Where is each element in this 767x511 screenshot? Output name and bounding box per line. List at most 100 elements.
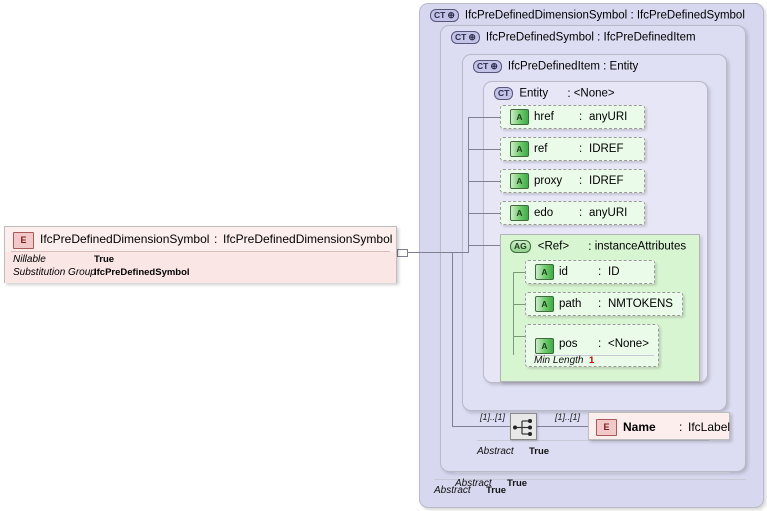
complextype-header-3: CT IfcPreDefinedItem : Entity xyxy=(473,60,638,73)
attribute-edo[interactable]: A edo : anyURI xyxy=(500,201,645,225)
ct-plus-icon-3[interactable]: CT xyxy=(473,60,502,73)
sequence-icon-glyph xyxy=(513,419,532,436)
attribute-ref[interactable]: A ref : IDREF xyxy=(500,137,645,161)
attribute-type: NMTOKENS xyxy=(608,298,673,310)
attribute-group-Ref[interactable]: AG <Ref> : instanceAttributes A id : ID A… xyxy=(500,234,700,382)
attribute-type: anyURI xyxy=(589,207,628,219)
attribute-group-type: instanceAttributes xyxy=(594,240,687,253)
ct-icon-4[interactable]: CT xyxy=(494,87,514,100)
element-name: Name xyxy=(623,420,656,434)
divider-abstract-1 xyxy=(434,479,746,480)
element-box-IfcPreDefinedDimensionSymbol[interactable]: E IfcPreDefinedDimensionSymbol : IfcPreD… xyxy=(4,226,397,283)
attribute-icon: A xyxy=(510,173,529,189)
attribute-separator: : xyxy=(579,175,583,187)
property-label-substitution-group: Substitution Group xyxy=(13,267,96,278)
ag-separator: : xyxy=(588,240,592,253)
attribute-separator: : xyxy=(579,143,583,155)
attribute-type: IDREF xyxy=(589,175,624,187)
attribute-separator: : xyxy=(598,338,602,350)
complextype-type-3: Entity xyxy=(609,60,639,73)
attribute-icon: A xyxy=(510,205,529,221)
attribute-type: IDREF xyxy=(589,143,624,155)
facet-value-min-length: 1 xyxy=(589,355,595,366)
attribute-separator: : xyxy=(598,298,602,310)
property-label-nillable: Nillable xyxy=(13,254,46,265)
ct-separator-2: : xyxy=(597,31,601,44)
complextype-header-4: CT Entity : <None> xyxy=(494,87,615,100)
divider-facet-minlength xyxy=(534,355,654,356)
complextype-header-2: CT IfcPreDefinedSymbol : IfcPreDefinedIte… xyxy=(451,31,696,44)
attribute-type: anyURI xyxy=(589,111,628,123)
connector-spine-main xyxy=(468,117,469,253)
element-icon: E xyxy=(596,419,617,436)
connector-stub-to-tree xyxy=(408,252,468,253)
attribute-shape xyxy=(501,138,644,160)
ct-separator-1: : xyxy=(630,9,634,22)
connector-branch-ref xyxy=(468,149,500,150)
attribute-shape xyxy=(526,293,682,315)
connector-branch-pos xyxy=(513,336,525,337)
complextype-name-4: Entity xyxy=(519,87,549,100)
complextype-type-1: IfcPreDefinedSymbol xyxy=(636,9,745,22)
attribute-proxy[interactable]: A proxy : IDREF xyxy=(500,169,645,193)
attribute-separator: : xyxy=(579,207,583,219)
abstract-label-1: Abstract xyxy=(434,485,471,496)
connector-branch-refgroup xyxy=(468,245,500,246)
abstract-value-3: True xyxy=(529,446,550,457)
property-value-substitution-group: IfcPreDefinedSymbol xyxy=(94,267,190,278)
connector-spine-lower xyxy=(452,252,453,426)
complextype-name-2: IfcPreDefinedSymbol xyxy=(485,31,594,44)
attribute-icon: A xyxy=(535,338,554,354)
ct-plus-icon-2[interactable]: CT xyxy=(451,31,480,44)
sequence-compositor-icon[interactable] xyxy=(510,413,537,440)
expand-stub[interactable] xyxy=(397,249,408,257)
attribute-pos[interactable]: A pos : <None> Min Length 1 xyxy=(525,324,659,367)
element-box-Name[interactable]: E Name : IfcLabel xyxy=(588,412,730,440)
attribute-path[interactable]: A path : NMTOKENS xyxy=(525,292,683,316)
connector-branch-path xyxy=(513,304,525,305)
complextype-type-2: IfcPreDefinedItem xyxy=(603,31,696,44)
abstract-label-3: Abstract xyxy=(477,446,514,457)
abstract-value-2: True xyxy=(507,478,528,489)
abstract-label-2: Abstract xyxy=(455,478,492,489)
attribute-name: edo xyxy=(534,207,554,219)
attribute-name: pos xyxy=(559,338,578,350)
ag-icon[interactable]: AG xyxy=(510,240,531,253)
attribute-icon: A xyxy=(510,141,529,157)
ct-separator-4: : xyxy=(567,87,571,100)
connector-spine-ag xyxy=(513,272,514,355)
cardinality-right: [1]..[1] xyxy=(555,412,581,422)
ct-separator-3: : xyxy=(603,60,607,73)
attribute-icon: A xyxy=(535,296,554,312)
attribute-name: href xyxy=(534,111,554,123)
attribute-href[interactable]: A href : anyURI xyxy=(500,105,645,129)
connector-branch-id xyxy=(513,272,525,273)
element-icon: E xyxy=(13,232,34,249)
complextype-header-1: CTIfcPreDefinedDimensionSymbol : IfcPreD… xyxy=(430,9,745,22)
attribute-separator: : xyxy=(598,266,602,278)
attribute-name: proxy xyxy=(534,175,563,187)
attribute-group-name: <Ref> xyxy=(537,240,570,253)
divider-element-props xyxy=(11,251,390,252)
connector-to-sequence xyxy=(452,426,510,427)
attribute-id[interactable]: A id : ID xyxy=(525,260,655,284)
attribute-icon: A xyxy=(510,109,529,125)
facet-label-min-length: Min Length xyxy=(534,355,584,366)
connector-sequence-to-name xyxy=(537,426,589,427)
ct-plus-icon-1[interactable]: CT xyxy=(430,9,459,22)
complextype-type-4: <None> xyxy=(573,87,615,100)
attribute-type: ID xyxy=(608,266,620,278)
divider-abstract-2 xyxy=(455,472,729,473)
attribute-icon: A xyxy=(535,264,554,280)
element-type: IfcLabel xyxy=(688,420,731,434)
property-value-nillable: True xyxy=(94,254,115,265)
complextype-name-3: IfcPreDefinedItem xyxy=(507,60,600,73)
attribute-shape xyxy=(526,261,654,283)
attribute-type: <None> xyxy=(608,338,649,350)
abstract-value-1: True xyxy=(486,485,507,496)
element-separator: : xyxy=(214,232,218,246)
attribute-name: ref xyxy=(534,143,548,155)
attribute-shape xyxy=(501,202,644,224)
element-name: IfcPreDefinedDimensionSymbol xyxy=(40,232,210,246)
attribute-name: id xyxy=(559,266,568,278)
